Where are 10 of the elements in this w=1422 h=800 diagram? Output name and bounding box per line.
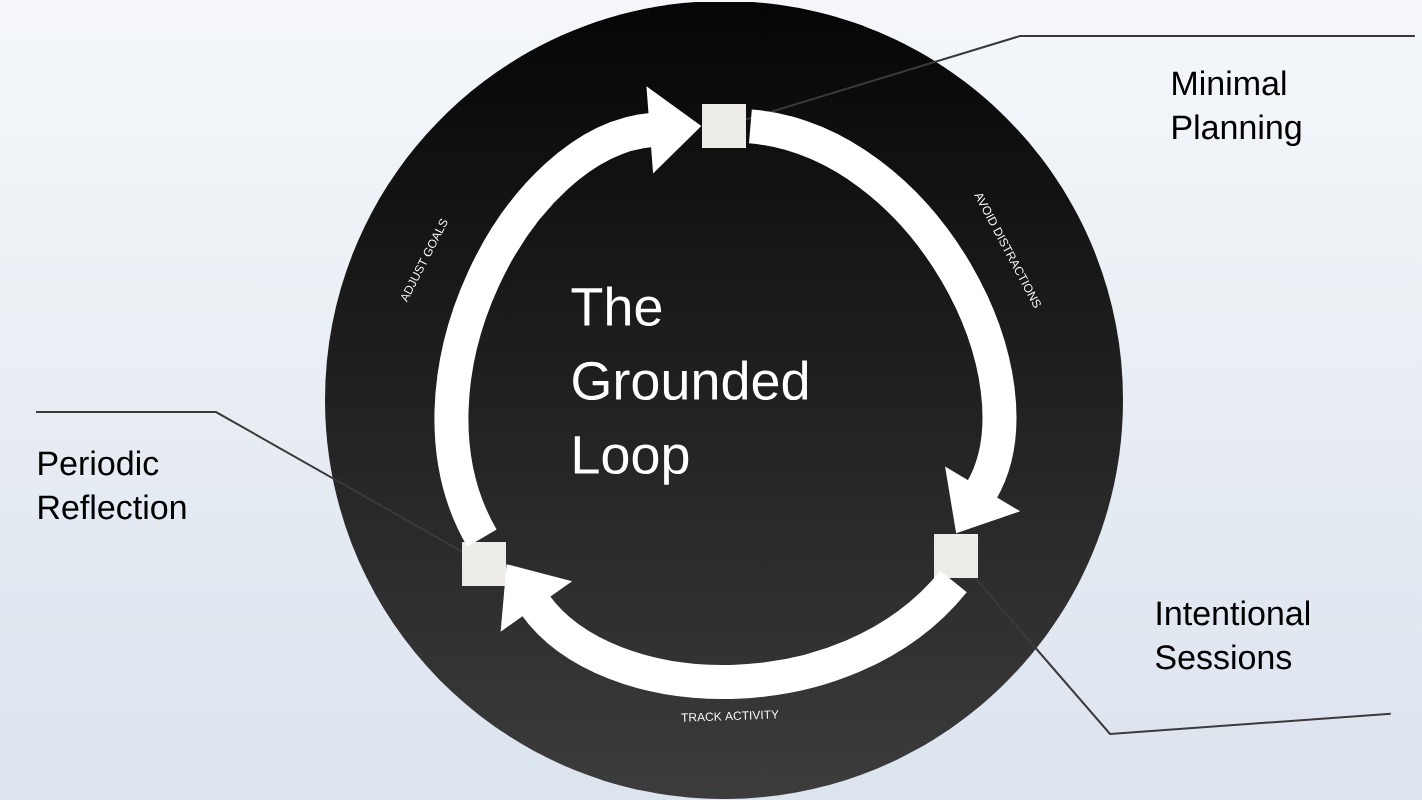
step-label: Periodic Reflection — [39, 450, 186, 520]
title-text: The Grounded Loop — [571, 286, 808, 485]
square-marker — [462, 542, 506, 586]
square-marker — [702, 104, 746, 148]
leader-line — [35, 411, 463, 553]
step-label: Intentional Sessions — [1155, 600, 1309, 670]
step-label: Minimal Planning — [1173, 70, 1301, 147]
square-marker — [934, 534, 978, 578]
leader-line — [745, 35, 1416, 121]
leader-line — [974, 577, 1392, 736]
